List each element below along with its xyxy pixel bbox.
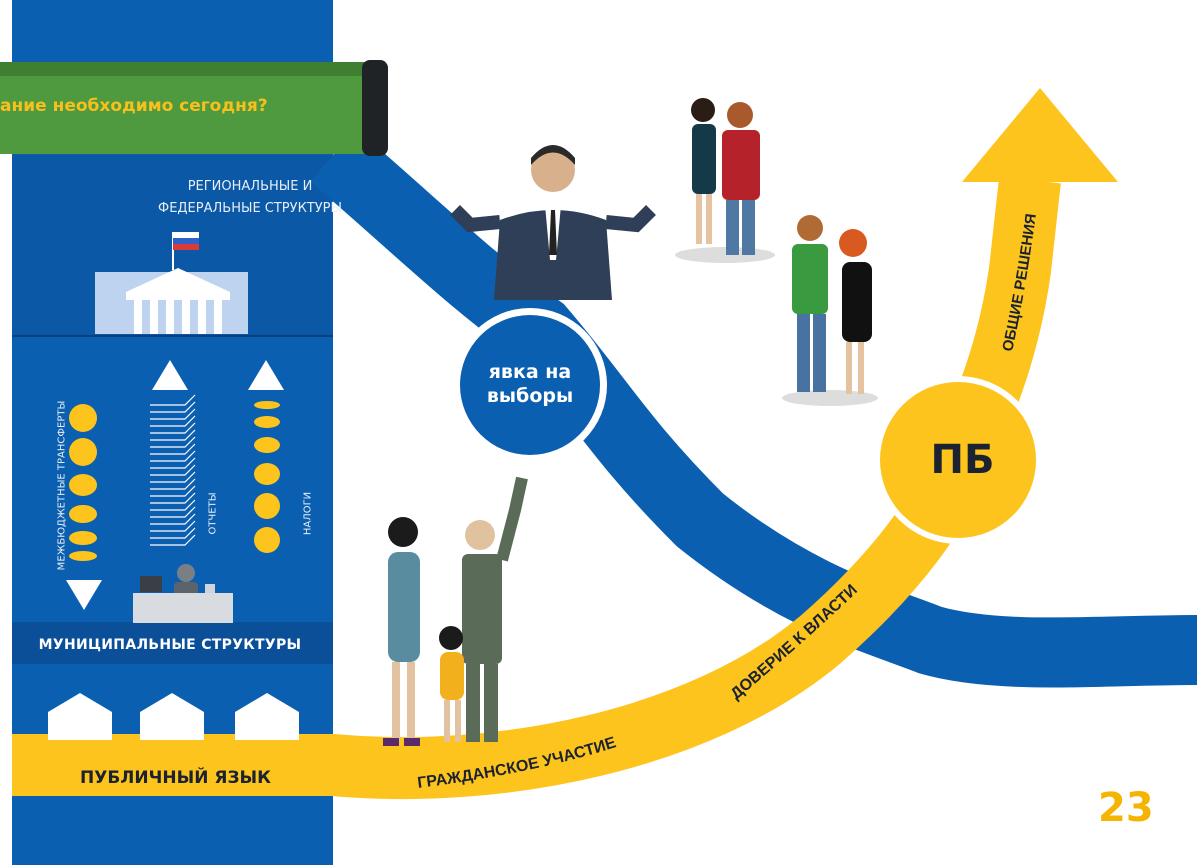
arrow-up-icon (248, 360, 284, 390)
person-icon (450, 145, 656, 300)
document-stack-icon (150, 394, 196, 546)
banner-end-cap (362, 60, 388, 156)
page-number: 23 (1098, 785, 1154, 831)
official-desk-icon (133, 564, 233, 623)
coin-icon (69, 404, 97, 561)
turnout-label: явка на выборы (486, 361, 574, 407)
interbudget-transfers-label: МЕЖБЮДЖЕТНЫЕ ТРАНСФЕРТЫ (56, 400, 68, 571)
arrow-up-icon (152, 360, 188, 390)
pb-circle (880, 382, 1036, 538)
question-banner (0, 62, 372, 154)
house-icon (48, 693, 299, 740)
regional-federal-label: РЕГИОНАЛЬНЫЕ И ФЕДЕРАЛЬНЫЕ СТРУКТУРЫ (158, 179, 342, 216)
municipal-structures-label: МУНИЦИПАЛЬНЫЕ СТРУКТУРЫ (38, 637, 302, 653)
person-icon (675, 98, 878, 406)
coin-icon (254, 401, 280, 553)
public-language-label: ПУБЛИЧНЫЙ ЯЗЫК (80, 768, 272, 788)
arrow-up-icon (962, 88, 1118, 182)
taxes-label: НАЛОГИ (302, 491, 314, 536)
blue-road (310, 128, 1197, 688)
question-banner-text: ание необходимо сегодня? (0, 96, 268, 116)
reports-label: ОТЧЕТЫ (207, 492, 219, 535)
flag-icon (172, 232, 199, 270)
government-building-icon (95, 268, 248, 334)
person-icon (383, 476, 528, 746)
pb-label: ПБ (930, 437, 995, 483)
municipal-bar (12, 622, 333, 664)
turnout-circle (460, 315, 600, 455)
arrow-down-icon (66, 580, 102, 610)
